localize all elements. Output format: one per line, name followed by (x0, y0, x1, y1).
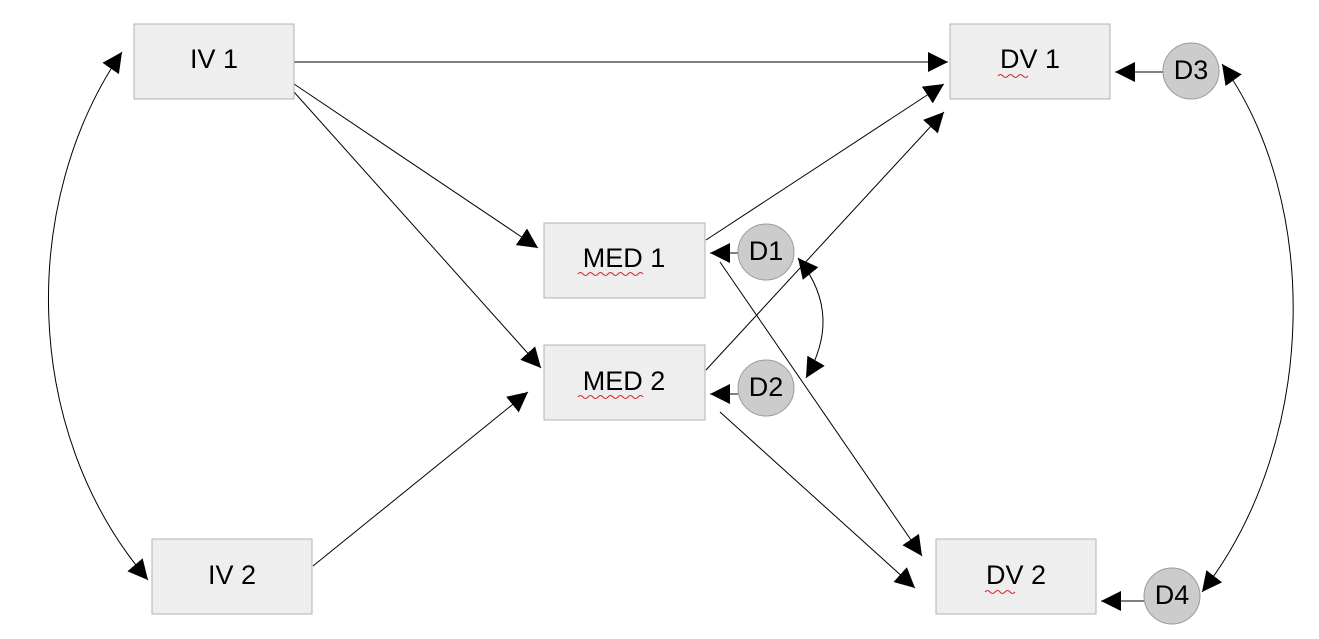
edge-iv1-iv2-covariance (47, 51, 149, 581)
node-dv1: DV 1 (949, 23, 1111, 100)
node-d3: D3 (1162, 42, 1220, 100)
node-label: D2 (749, 372, 784, 402)
node-label: D3 (1174, 55, 1209, 85)
edge-d3-d4-covariance (1201, 63, 1294, 593)
node-label: IV 2 (208, 560, 256, 590)
node-label: MED 1 (583, 243, 666, 273)
node-label: D4 (1155, 580, 1190, 610)
edge-iv2-med2 (312, 391, 529, 567)
node-dv2: DV 2 (935, 538, 1097, 615)
node-label: MED 2 (583, 366, 666, 396)
node-iv1: IV 1 (133, 23, 295, 100)
edge-med1-dv2 (719, 261, 923, 557)
node-d4: D4 (1143, 567, 1201, 625)
edges (47, 51, 1294, 611)
node-iv2: IV 2 (151, 538, 313, 615)
node-med2: MED 2 (543, 344, 706, 421)
edge-iv1-med2 (293, 91, 542, 369)
spellcheck-underline (984, 590, 1016, 594)
node-d2: D2 (737, 359, 795, 417)
node-med1: MED 1 (543, 222, 706, 299)
edge-d1-d2-covariance (797, 257, 825, 379)
node-label: IV 1 (190, 44, 238, 74)
node-label: DV 1 (1000, 44, 1060, 74)
node-label: DV 2 (986, 560, 1046, 590)
spellcheck-underline (997, 74, 1029, 78)
edge-med2-dv1 (705, 111, 945, 371)
edge-med1-dv1 (705, 83, 945, 241)
node-d1: D1 (737, 223, 795, 281)
node-label: D1 (749, 236, 784, 266)
edge-iv1-med1 (293, 83, 539, 249)
spellcheck-underline (577, 272, 644, 276)
edge-med2-dv2 (719, 411, 916, 589)
spellcheck-underline (577, 395, 644, 399)
